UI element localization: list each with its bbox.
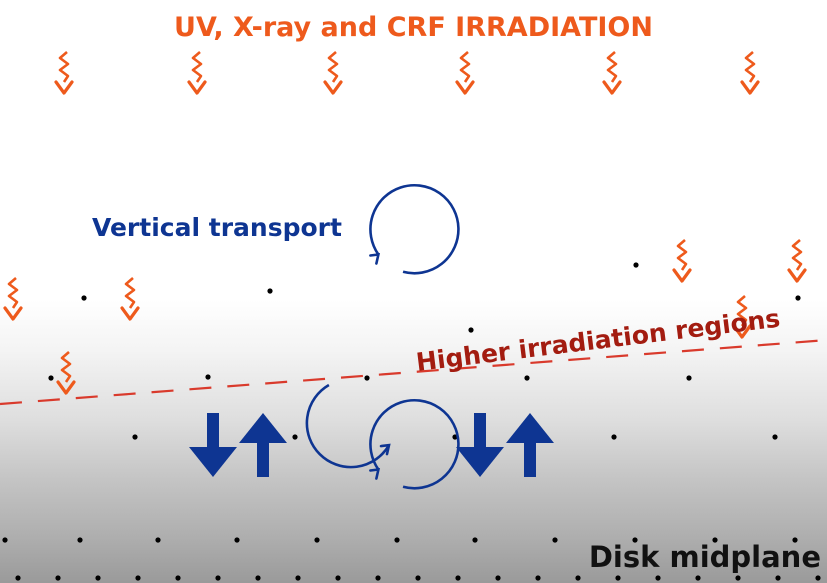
dust-dot: [735, 575, 741, 581]
dust-dot: [15, 575, 21, 581]
irradiation-arrow: [602, 51, 622, 95]
dust-dot: [205, 374, 211, 380]
dust-dot: [364, 375, 370, 381]
dust-dot: [234, 537, 240, 543]
dust-dot: [292, 434, 298, 440]
dust-dot: [455, 575, 461, 581]
dust-dot: [415, 575, 421, 581]
dust-dot: [655, 575, 661, 581]
dust-dot: [775, 575, 781, 581]
irradiation-arrow: [740, 51, 760, 95]
dust-dot: [611, 434, 617, 440]
irradiation-arrow: [56, 351, 76, 395]
dust-dot: [552, 537, 558, 543]
irradiation-arrow: [323, 51, 343, 95]
dust-dot: [535, 575, 541, 581]
dust-dot: [815, 575, 821, 581]
dust-dot: [314, 537, 320, 543]
down-arrow: [456, 413, 504, 477]
vertical-transport-label: Vertical transport: [92, 213, 342, 242]
turbulent-eddies: [305, 184, 460, 490]
dust-dot: [267, 288, 273, 294]
dust-dot: [77, 537, 83, 543]
dust-dot: [215, 575, 221, 581]
irradiation-arrow: [787, 239, 807, 283]
dust-dot: [132, 434, 138, 440]
dust-dot: [95, 575, 101, 581]
dust-dot: [155, 537, 161, 543]
dust-dot: [2, 537, 8, 543]
disk-midplane-label: Disk midplane: [588, 540, 821, 574]
dust-dot: [633, 262, 639, 268]
dust-dot: [632, 537, 638, 543]
dust-dot: [55, 575, 61, 581]
eddy-loop: [305, 383, 391, 469]
dust-dot: [575, 575, 581, 581]
irradiation-arrow: [732, 295, 752, 339]
dust-dot: [175, 575, 181, 581]
dust-dot: [255, 575, 261, 581]
down-arrow: [189, 413, 237, 477]
up-arrow: [239, 413, 287, 477]
transport-arrows: [189, 413, 554, 477]
irradiation-arrows: [3, 51, 807, 395]
dust-dot: [48, 375, 54, 381]
irradiation-arrow: [120, 277, 140, 321]
dust-dot: [792, 537, 798, 543]
dust-dot: [81, 295, 87, 301]
dust-dot: [394, 537, 400, 543]
dust-dot: [686, 375, 692, 381]
dust-dot: [472, 537, 478, 543]
dust-dot: [468, 327, 474, 333]
dust-dot: [495, 575, 501, 581]
dust-dot: [375, 575, 381, 581]
irradiation-arrow: [672, 239, 692, 283]
dust-particles: [2, 262, 821, 581]
eddy-loop: [369, 184, 460, 275]
dust-dot: [135, 575, 141, 581]
irradiation-arrow: [455, 51, 475, 95]
dust-dot: [295, 575, 301, 581]
irradiation-arrow: [187, 51, 207, 95]
dust-dot: [524, 375, 530, 381]
dust-dot: [712, 537, 718, 543]
dust-dot: [335, 575, 341, 581]
irradiation-boundary-line: [0, 338, 827, 406]
irradiation-arrow: [54, 51, 74, 95]
dust-dot: [772, 434, 778, 440]
dust-dot: [615, 575, 621, 581]
dust-dot: [795, 295, 801, 301]
dust-dot: [695, 575, 701, 581]
up-arrow: [506, 413, 554, 477]
eddy-loop: [369, 399, 460, 490]
irradiation-title: UV, X-ray and CRF IRRADIATION: [174, 12, 653, 43]
irradiation-arrow: [3, 277, 23, 321]
